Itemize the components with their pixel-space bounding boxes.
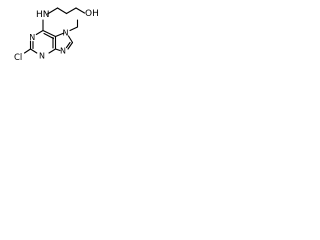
bond-ch2b-ch2c — [65, 7, 77, 15]
bond-hn-ch2a — [46, 7, 59, 15]
bond-lines — [23, 7, 86, 54]
atom-hn: HN — [36, 10, 50, 20]
bond-c8-n9 — [67, 41, 74, 50]
bond-c6-n1 — [35, 29, 44, 36]
atom-labels: HN OH N N Cl N N — [14, 9, 99, 63]
atom-n-left: N — [29, 33, 35, 42]
bond-n9-c4 — [54, 48, 61, 52]
atom-n-bottom: N — [39, 52, 45, 61]
bond-c2-cl — [23, 48, 32, 54]
bond-c2-n3 — [29, 48, 38, 54]
bond-n7-ch3 — [69, 26, 79, 32]
bond-c5-c6 — [42, 29, 57, 38]
atom-cl: Cl — [14, 53, 22, 63]
bond-n7-c8 — [67, 35, 74, 44]
bond-c8-n9-double — [65, 41, 71, 49]
bond-ch2c-oh — [75, 7, 86, 14]
atom-n-top: N — [60, 47, 66, 56]
bond-c5-c6-double — [43, 32, 55, 40]
molecule-structure: HN OH N N Cl N N — [14, 7, 99, 63]
bond-c5-n7 — [54, 32, 65, 38]
bond-n3-c4 — [48, 48, 57, 54]
atom-oh: OH — [85, 9, 99, 19]
bond-ch2a-ch2b — [56, 7, 68, 15]
atom-n-methyl: N — [63, 29, 69, 38]
